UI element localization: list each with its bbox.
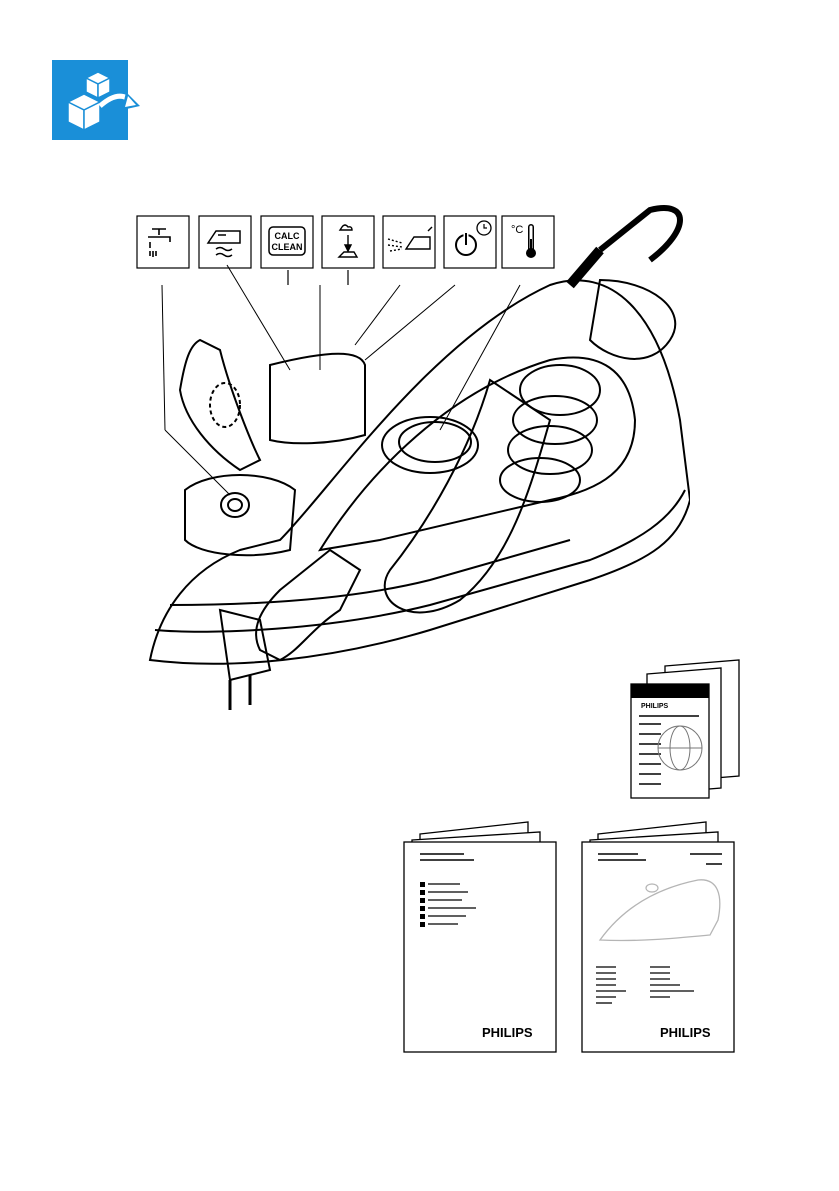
steam-iron-illustration: [130, 190, 690, 720]
leaflet-brand: PHILIPS: [641, 703, 669, 710]
user-manual-booklet: PHILIPS: [400, 820, 560, 1060]
unbox-icon: [52, 60, 140, 140]
booklet-right-brand: PHILIPS: [660, 1025, 711, 1040]
leaflet-stack: PHILIPS: [625, 656, 740, 801]
guarantee-booklet: PHILIPS: [578, 820, 738, 1060]
booklet-left-brand: PHILIPS: [482, 1025, 533, 1040]
